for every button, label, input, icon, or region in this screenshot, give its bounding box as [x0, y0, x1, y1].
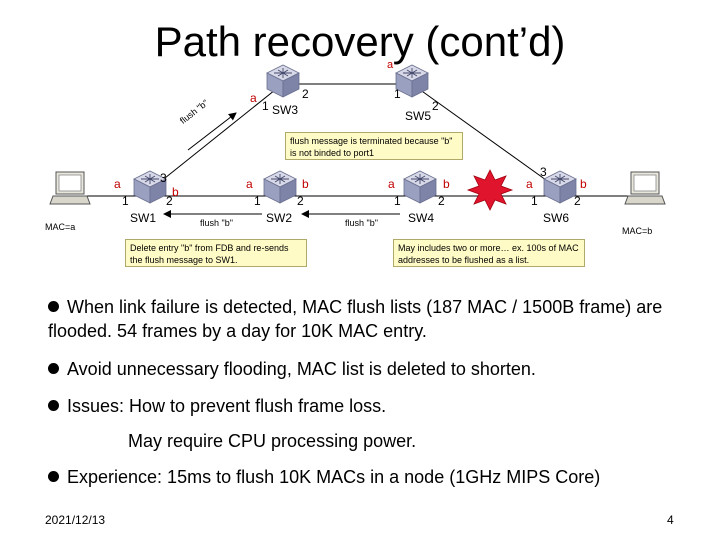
sw6-port-b: b: [580, 177, 587, 191]
sw5-port-2: 2: [432, 99, 439, 113]
sw3-port-1: 1: [262, 99, 269, 113]
link-failure-icon: [466, 169, 514, 211]
sw4-port-2: 2: [438, 194, 445, 208]
sw6-label: SW6: [543, 211, 570, 225]
sw4-label: SW4: [408, 211, 435, 225]
network-diagram: [49, 64, 666, 218]
sw3-port-a: a: [250, 91, 257, 105]
bullet-text: May require CPU processing power.: [128, 431, 417, 451]
sw2-port-2: 2: [297, 194, 304, 208]
sw4-icon: [403, 170, 437, 204]
title-port-marker: a: [387, 59, 394, 71]
bullet-item-2: Avoid unnecessary flooding, MAC list is …: [48, 357, 688, 381]
sw1-port-2: 2: [166, 194, 173, 208]
bullet-dot-icon: [48, 301, 59, 312]
flush-label-sw2-sw1: flush "b": [200, 218, 233, 228]
flush-label-sw4-sw2: flush "b": [345, 218, 378, 228]
bullet-dot-icon: [48, 400, 59, 411]
sw6-port-2: 2: [574, 194, 581, 208]
sw4-port-b: b: [443, 177, 450, 191]
sw5-label: SW5: [405, 109, 432, 123]
host-right-icon: [624, 171, 666, 205]
link-sw1-sw3: [149, 85, 281, 191]
sw1-label: SW1: [130, 211, 157, 225]
sw6-port-3: 3: [540, 165, 547, 179]
sw2-port-1: 1: [254, 194, 261, 208]
host-left-mac: MAC=a: [45, 222, 76, 232]
sw3-port-2: 2: [302, 87, 309, 101]
sw2-icon: [263, 170, 297, 204]
bullet-text: Avoid unnecessary flooding, MAC list is …: [67, 359, 536, 379]
bullet-text: Issues: How to prevent flush frame loss.: [67, 396, 387, 416]
bullet-item-3: Issues: How to prevent flush frame loss.: [48, 394, 688, 418]
callout-sw6-note: May includes two or more… ex. 100s of MA…: [393, 239, 585, 267]
sw6-port-1: 1: [531, 194, 538, 208]
sw2-port-a: a: [246, 177, 253, 191]
sw1-port-3: 3: [160, 171, 167, 185]
page-number: 4: [667, 513, 674, 527]
callout-sw5-note: flush message is terminated because "b" …: [285, 132, 463, 160]
sw2-port-b: b: [302, 177, 309, 191]
sw4-port-1: 1: [394, 194, 401, 208]
sw2-label: SW2: [266, 211, 293, 225]
sw5-port-1: 1: [394, 87, 401, 101]
callout-sw2-note: Delete entry "b" from FDB and re-sends t…: [125, 239, 307, 267]
sw4-port-a: a: [388, 177, 395, 191]
host-right-mac: MAC=b: [622, 226, 653, 236]
bullet-dot-icon: [48, 471, 59, 482]
sw3-label: SW3: [272, 103, 299, 117]
bullet-text: Experience: 15ms to flush 10K MACs in a …: [67, 467, 601, 487]
bullet-item-1: When link failure is detected, MAC flush…: [48, 295, 688, 343]
sw1-port-a: a: [114, 177, 121, 191]
sw6-icon: [543, 170, 577, 204]
host-left-icon: [49, 171, 91, 205]
flush-arrow-diagonal: [187, 112, 237, 151]
footer-date: 2021/12/13: [45, 513, 106, 527]
slide-title: Path recovery (cont’d): [154, 18, 566, 65]
sw1-port-b: b: [172, 185, 179, 199]
sw1-port-1: 1: [122, 194, 129, 208]
bullet-text: When link failure is detected, MAC flush…: [48, 297, 663, 341]
bullet-dot-icon: [48, 363, 59, 374]
bullet-item-5: Experience: 15ms to flush 10K MACs in a …: [48, 465, 708, 489]
sw6-port-a: a: [526, 177, 533, 191]
link-sw5-sw6: [411, 83, 561, 191]
bullet-item-4-indented: May require CPU processing power.: [128, 429, 688, 453]
